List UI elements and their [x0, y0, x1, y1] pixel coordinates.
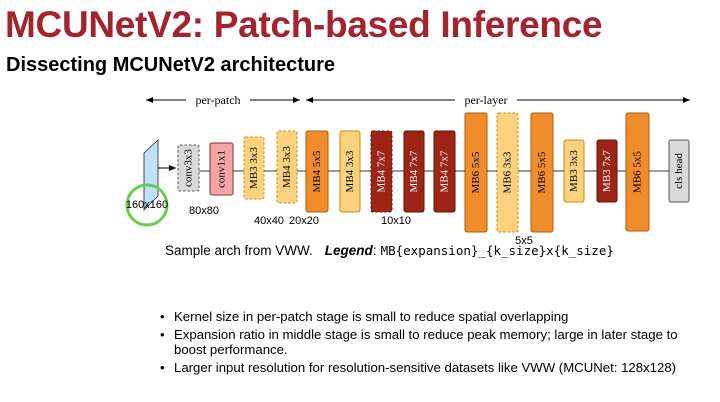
layer-blocks: conv3x3 conv1x1 MB3 3x3 MB4 3x3 MB4 5x5 MB4 3… [177, 112, 690, 233]
block-box [530, 112, 554, 233]
resolution-label-80x80: 80x80 [189, 205, 219, 217]
block-box [305, 130, 329, 213]
block-conv3x3: conv3x3 [177, 144, 200, 192]
block-label: MB3 7x7 [601, 150, 613, 192]
resolution-label-5x5: 5x5 [515, 235, 533, 247]
legend-code: MB{expansion}_{k_size}x{k_size} [380, 243, 614, 258]
block-label: conv1x1 [216, 150, 228, 188]
bullet-item: Kernel size in per-patch stage is small … [160, 309, 710, 325]
per-layer-stage-arrow: per-layer [306, 93, 690, 107]
block-mb6-5x5-a: MB6 5x5 [464, 112, 488, 233]
block-label: MB6 3x3 [502, 151, 514, 193]
per-layer-label: per-layer [464, 93, 507, 107]
block-box [464, 112, 488, 233]
block-mb6-5x5-b: MB6 5x5 [530, 112, 554, 233]
block-label: MB4 7x7 [439, 150, 451, 192]
block-box [177, 144, 200, 192]
block-mb4-7x7-a: MB4 7x7 [370, 130, 393, 213]
block-label: MB3 3x3 [568, 150, 580, 192]
block-mb6-5x5-c: MB6 5x5 [625, 112, 650, 232]
resolution-label-40x40: 40x40 [254, 215, 284, 227]
input-resolution-label: 160x160 [126, 199, 168, 211]
block-mb3-3x3-b: MB3 3x3 [563, 139, 585, 203]
block-mb4-3x3-b: MB4 3x3 [339, 130, 361, 213]
input-highlight-circle [125, 183, 169, 227]
caption-text: Sample arch from VWW. [165, 243, 313, 258]
block-label: cls head [673, 153, 685, 189]
block-label: conv3x3 [183, 149, 195, 187]
block-label: MB6 5x5 [536, 151, 548, 193]
block-box [209, 142, 234, 196]
legend-label: Legend [324, 243, 373, 258]
block-mb4-7x7-c: MB4 7x7 [433, 130, 456, 213]
block-box [370, 130, 393, 213]
per-patch-stage-arrow: per-patch [146, 93, 300, 107]
block-label: MB4 5x5 [311, 150, 323, 192]
bullet-item: Larger input resolution for resolution-s… [160, 360, 710, 376]
architecture-diagram: per-patch per-layer 160x160 conv3x3 conv1… [125, 93, 690, 247]
block-label: MB4 3x3 [281, 146, 293, 188]
bullet-item: Expansion ratio in middle stage is small… [160, 327, 710, 358]
slide-subtitle: Dissecting MCUNetV2 architecture [6, 54, 335, 76]
resolution-label-10x10: 10x10 [381, 215, 411, 227]
block-box [243, 136, 265, 200]
per-patch-label: per-patch [195, 93, 240, 107]
diagram-caption: Sample arch from VWW. Legend:MB{expansion… [165, 242, 614, 260]
block-box [433, 130, 456, 213]
block-box [276, 130, 298, 204]
block-mb3-3x3-a: MB3 3x3 [243, 136, 265, 200]
block-conv1x1: conv1x1 [209, 142, 234, 196]
block-box [403, 130, 425, 213]
block-label: MB4 7x7 [408, 150, 420, 192]
block-label: MB3 3x3 [248, 147, 260, 189]
block-mb4-3x3-a: MB4 3x3 [276, 130, 298, 204]
block-box [496, 112, 519, 233]
slide-title: MCUNetV2: Patch-based Inference [5, 4, 603, 45]
block-mb4-5x5: MB4 5x5 [305, 130, 329, 213]
block-mb3-7x7: MB3 7x7 [596, 139, 618, 203]
block-label: MB6 5x5 [470, 151, 482, 193]
block-box [339, 130, 361, 213]
block-box [625, 112, 650, 232]
legend-colon: : [372, 243, 377, 258]
block-mb6-3x3: MB6 3x3 [496, 112, 519, 233]
block-label: MB4 7x7 [376, 150, 388, 192]
block-label: MB4 3x3 [344, 150, 356, 192]
resolution-label-20x20: 20x20 [289, 215, 319, 227]
bullet-list: Kernel size in per-patch stage is small … [160, 309, 710, 377]
block-cls-head: cls head [668, 139, 690, 203]
input-image: 160x160 [125, 139, 176, 227]
block-mb4-7x7-b: MB4 7x7 [403, 130, 425, 213]
block-label: MB6 5x5 [632, 151, 644, 193]
